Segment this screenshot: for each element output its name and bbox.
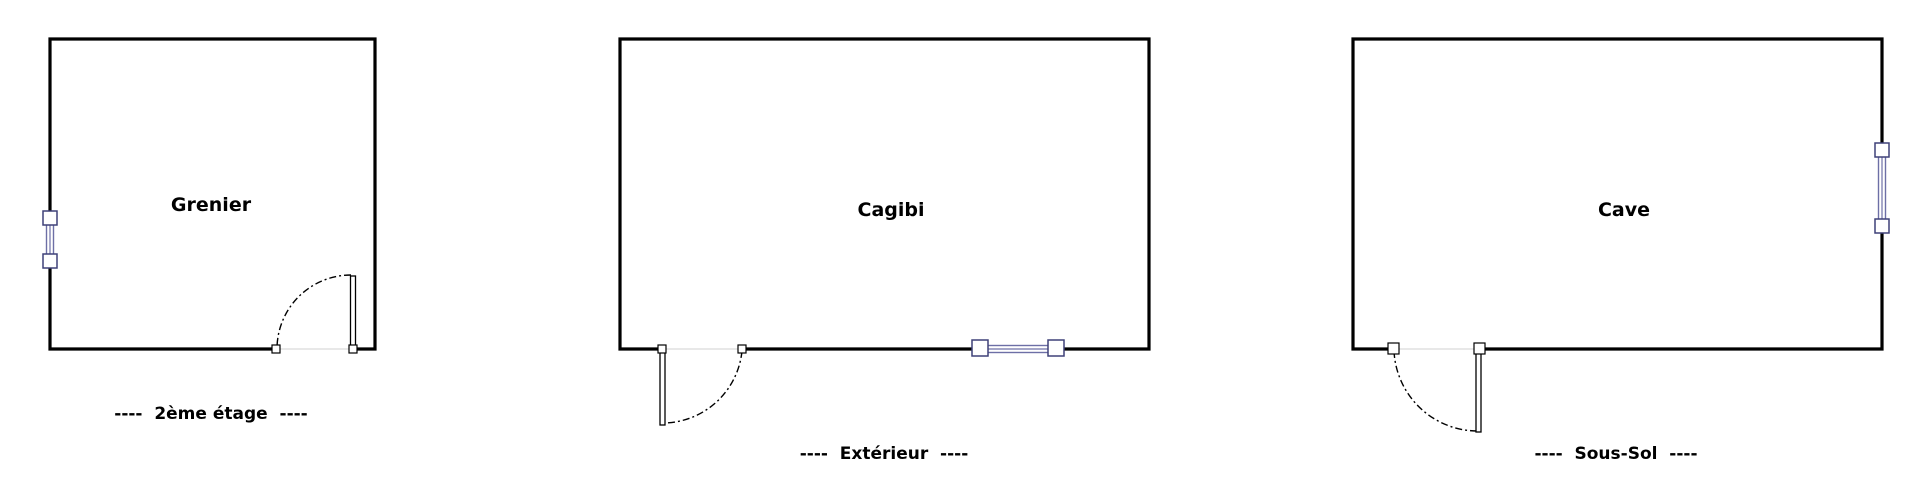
room-grenier-window[interactable]: [42, 210, 58, 269]
window-handle-icon[interactable]: [1874, 142, 1890, 158]
room-grenier-door[interactable]: [271, 274, 358, 354]
room-cave: Cave ---- Sous-Sol ----: [1351, 37, 1890, 464]
room-cave-window[interactable]: [1874, 142, 1890, 234]
room-grenier-name: Grenier: [171, 194, 252, 216]
room-cagibi-floor-label: ---- Extérieur ----: [800, 444, 969, 464]
door-hinge-icon[interactable]: [657, 344, 667, 354]
window-handle-icon[interactable]: [1874, 218, 1890, 234]
room-cave-name: Cave: [1598, 199, 1650, 221]
room-cagibi-name: Cagibi: [858, 199, 925, 221]
window-handle-icon[interactable]: [42, 253, 58, 269]
door-hinge-icon[interactable]: [1473, 342, 1486, 355]
room-cave-door[interactable]: [1387, 342, 1486, 433]
room-cave-floor-label: ---- Sous-Sol ----: [1534, 444, 1697, 464]
window-handle-icon[interactable]: [42, 210, 58, 226]
door-swing-arc: [663, 350, 743, 424]
room-grenier-walls: [48, 37, 377, 351]
window-handle-icon[interactable]: [1047, 339, 1065, 357]
room-cagibi: Cagibi ---- Extérieur ----: [618, 37, 1151, 464]
window-handle-icon[interactable]: [971, 339, 989, 357]
room-grenier-floor-label: ---- 2ème étage ----: [114, 404, 307, 424]
door-swing-arc: [276, 274, 352, 350]
door-hinge-icon[interactable]: [737, 344, 747, 354]
door-swing-arc: [1393, 350, 1479, 432]
door-hinge-icon[interactable]: [1387, 342, 1400, 355]
door-leaf: [1475, 348, 1482, 433]
room-cagibi-window[interactable]: [971, 339, 1065, 357]
room-grenier: Grenier ---- 2ème étage ----: [42, 37, 377, 424]
door-leaf: [659, 348, 666, 426]
door-hinge-icon[interactable]: [348, 344, 358, 354]
door-hinge-icon[interactable]: [271, 344, 281, 354]
room-cagibi-walls: [618, 37, 1151, 351]
door-leaf: [349, 275, 357, 350]
room-cave-walls: [1351, 37, 1884, 351]
room-cagibi-door[interactable]: [657, 344, 747, 426]
